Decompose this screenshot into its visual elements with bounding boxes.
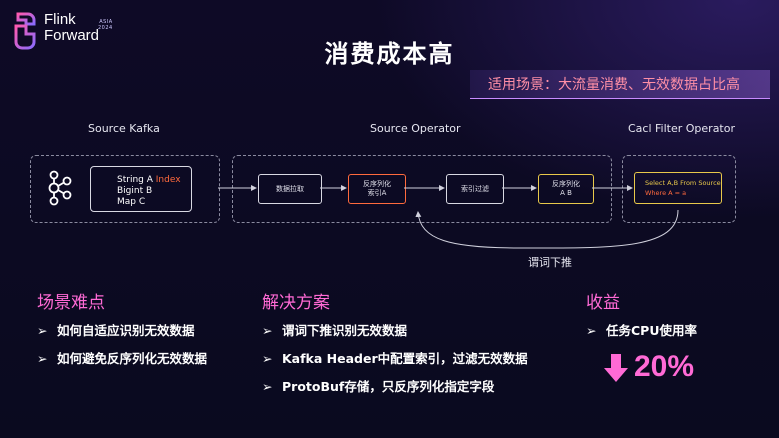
- step-deserialize-index-line1: 反序列化: [363, 180, 391, 188]
- step-index-filter-label: 索引过滤: [461, 184, 489, 193]
- source-kafka-container: [30, 155, 220, 223]
- step-fetch-box: 数据拉取: [258, 174, 322, 204]
- bullet-arrow-icon: ➢: [262, 351, 273, 366]
- filter-operator-container: [622, 155, 736, 223]
- subtitle: 适用场景：大流量消费、无效数据占比高: [488, 77, 740, 93]
- step-deserialize-ab-line1: 反序列化: [552, 180, 580, 188]
- filter-operator-label: Cacl Filter Operator: [628, 122, 735, 135]
- cpu-reduction-value: 20%: [634, 350, 695, 383]
- step-fetch-label: 数据拉取: [276, 184, 304, 193]
- logo-event: ASIA 2024: [98, 19, 113, 31]
- page-title: 消费成本高: [324, 40, 455, 68]
- source-kafka-label: Source Kafka: [88, 122, 160, 135]
- kafka-icon: [48, 170, 72, 206]
- kafka-field-a: String A Index: [117, 175, 181, 185]
- bullet-arrow-icon: ➢: [37, 351, 48, 366]
- benefit-heading: 收益: [586, 293, 620, 313]
- flink-forward-logo-icon: [14, 12, 36, 50]
- kafka-field-b: Bigint B: [117, 186, 153, 196]
- difficulty-heading: 场景难点: [37, 293, 105, 313]
- bullet-arrow-icon: ➢: [37, 323, 48, 338]
- step-deserialize-ab-box: 反序列化 A B: [538, 174, 594, 204]
- step-deserialize-ab-line2: A B: [560, 189, 572, 197]
- filter-sql-box: Select A,B From Source Where A = a: [634, 172, 722, 204]
- bullet-arrow-icon: ➢: [262, 379, 273, 394]
- bullet-arrow-icon: ➢: [586, 323, 597, 338]
- filter-sql-line1: Select A,B From Source: [645, 179, 721, 187]
- logo-line1: Flink: [44, 11, 76, 28]
- logo-event-line1: ASIA: [99, 19, 113, 25]
- solution-heading: 解决方案: [262, 293, 330, 313]
- kafka-record-box: String A Index Bigint B Map C: [90, 166, 192, 212]
- step-deserialize-index-line2: 索引A: [367, 189, 387, 197]
- logo-event-line2: 2024: [98, 25, 113, 31]
- solution-item-3: ➢ProtoBuf存储，只反序列化指定字段: [262, 379, 495, 394]
- step-index-filter-box: 索引过滤: [446, 174, 504, 204]
- subtitle-band: [470, 70, 770, 99]
- benefit-item-1: ➢任务CPU使用率: [586, 323, 697, 338]
- pushdown-label: 谓词下推: [528, 256, 572, 269]
- kafka-index-tag: Index: [155, 175, 181, 185]
- logo-wordmark: Flink Forward: [44, 12, 99, 44]
- solution-item-2: ➢Kafka Header中配置索引，过滤无效数据: [262, 351, 528, 366]
- down-arrow-icon: [604, 354, 628, 382]
- kafka-field-c: Map C: [117, 197, 146, 207]
- logo-line2: Forward: [44, 27, 100, 44]
- difficulty-item-1: ➢如何自适应识别无效数据: [37, 323, 195, 338]
- bullet-arrow-icon: ➢: [262, 323, 273, 338]
- difficulty-item-2: ➢如何避免反序列化无效数据: [37, 351, 208, 366]
- step-deserialize-index-box: 反序列化 索引A: [348, 174, 406, 204]
- solution-item-1: ➢谓词下推识别无效数据: [262, 323, 408, 338]
- source-operator-label: Source Operator: [370, 122, 461, 135]
- filter-sql-line2: Where A = a: [645, 189, 687, 197]
